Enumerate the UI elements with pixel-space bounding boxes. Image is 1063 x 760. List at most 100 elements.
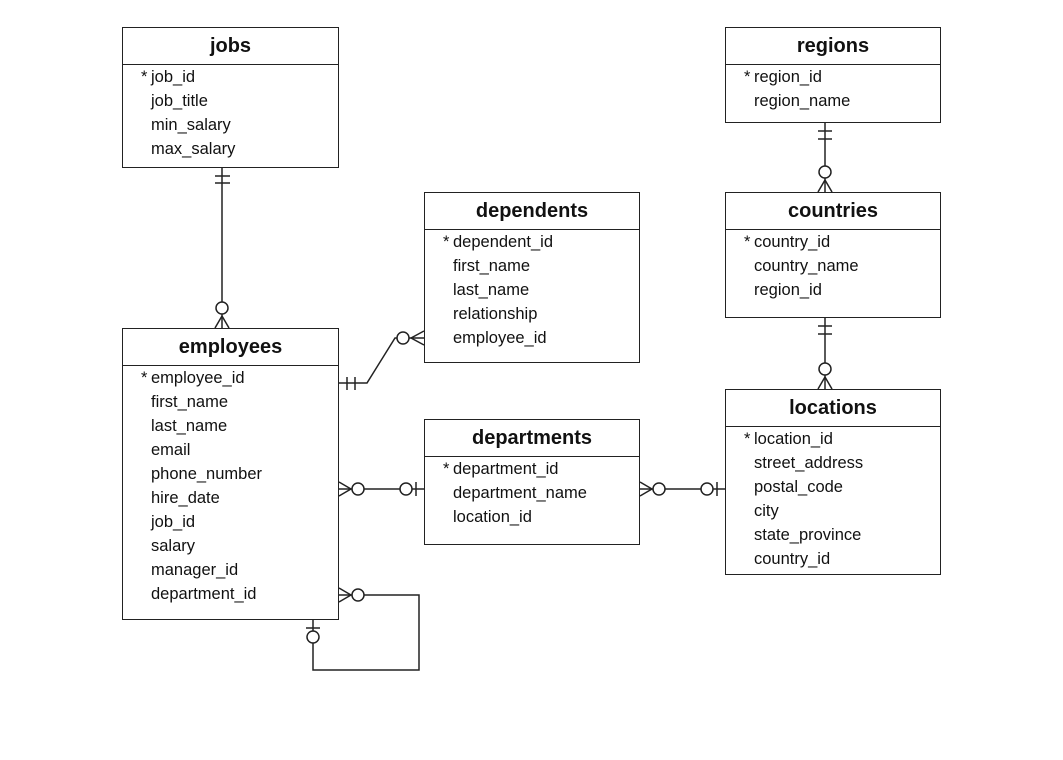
pk-marker: * — [443, 233, 450, 251]
field-row: location_id — [425, 506, 639, 530]
entity-jobs[interactable]: jobs *job_id job_title min_salary max_sa… — [122, 27, 339, 168]
field-row: state_province — [726, 524, 940, 548]
field-name: postal_code — [754, 478, 843, 496]
field-name: last_name — [453, 281, 530, 299]
field-row: region_name — [726, 90, 940, 114]
field-name: country_id — [754, 550, 831, 568]
pk-marker: * — [744, 233, 751, 251]
field-name: relationship — [453, 305, 538, 323]
field-list: *dependent_id first_name last_name relat… — [425, 230, 639, 351]
field-name: job_id — [151, 68, 196, 86]
field-name: first_name — [453, 257, 531, 275]
entity-locations[interactable]: locations *location_id street_address po… — [725, 389, 941, 575]
entity-countries[interactable]: countries *country_id country_name regio… — [725, 192, 941, 318]
relationship-employees-dependents — [339, 330, 425, 390]
field-row: email — [123, 439, 338, 463]
entity-title: dependents — [425, 193, 639, 230]
field-row: *dependent_id — [425, 231, 639, 255]
field-name: state_province — [754, 526, 862, 544]
field-row: min_salary — [123, 114, 338, 138]
field-row: first_name — [123, 391, 338, 415]
entity-title: locations — [726, 390, 940, 427]
field-name: phone_number — [151, 465, 263, 483]
field-row: job_title — [123, 90, 338, 114]
field-name: city — [754, 502, 779, 520]
field-row: *region_id — [726, 66, 940, 90]
field-name: region_id — [754, 281, 822, 299]
field-row: hire_date — [123, 487, 338, 511]
field-name: location_id — [754, 430, 833, 448]
field-name: email — [151, 441, 191, 459]
field-name: manager_id — [151, 561, 239, 579]
field-row: salary — [123, 535, 338, 559]
field-name: country_name — [754, 257, 859, 275]
field-list: *department_id department_name location_… — [425, 457, 639, 530]
field-name: salary — [151, 537, 196, 555]
field-name: department_id — [453, 460, 559, 478]
field-row: *country_id — [726, 231, 940, 255]
field-row: country_name — [726, 255, 940, 279]
field-row: street_address — [726, 452, 940, 476]
field-row: department_id — [123, 583, 338, 607]
field-name: hire_date — [151, 489, 220, 507]
field-row: *employee_id — [123, 367, 338, 391]
field-list: *location_id street_address postal_code … — [726, 427, 940, 572]
field-name: country_id — [754, 233, 831, 251]
field-row: department_name — [425, 482, 639, 506]
field-name: job_title — [151, 92, 208, 110]
entity-title: countries — [726, 193, 940, 230]
field-name: max_salary — [151, 140, 236, 158]
field-name: first_name — [151, 393, 229, 411]
relationship-regions-countries — [817, 123, 833, 193]
field-row: max_salary — [123, 138, 338, 162]
field-name: dependent_id — [453, 233, 554, 251]
field-row: country_id — [726, 548, 940, 572]
field-row: last_name — [123, 415, 338, 439]
field-row: last_name — [425, 279, 639, 303]
field-list: *region_id region_name — [726, 65, 940, 114]
entity-title: regions — [726, 28, 940, 65]
field-name: street_address — [754, 454, 864, 472]
field-row: city — [726, 500, 940, 524]
field-row: job_id — [123, 511, 338, 535]
entity-title: employees — [123, 329, 338, 366]
entity-title: departments — [425, 420, 639, 457]
field-name: region_name — [754, 92, 851, 110]
field-name: employee_id — [151, 369, 245, 387]
field-row: first_name — [425, 255, 639, 279]
entity-departments[interactable]: departments *department_id department_na… — [424, 419, 640, 545]
pk-marker: * — [443, 460, 450, 478]
field-list: *employee_id first_name last_name email … — [123, 366, 338, 607]
field-name: department_id — [151, 585, 257, 603]
pk-marker: * — [141, 68, 148, 86]
field-row: postal_code — [726, 476, 940, 500]
relationship-employees-departments — [338, 481, 424, 497]
field-name: job_id — [151, 513, 196, 531]
field-name: min_salary — [151, 116, 231, 134]
field-row: region_id — [726, 279, 940, 303]
pk-marker: * — [744, 68, 751, 86]
relationship-countries-locations — [817, 318, 833, 390]
entity-employees[interactable]: employees *employee_id first_name last_n… — [122, 328, 339, 620]
field-list: *job_id job_title min_salary max_salary — [123, 65, 338, 162]
entity-regions[interactable]: regions *region_id region_name — [725, 27, 941, 123]
field-row: employee_id — [425, 327, 639, 351]
field-name: region_id — [754, 68, 822, 86]
field-name: employee_id — [453, 329, 547, 347]
field-row: phone_number — [123, 463, 338, 487]
relationship-departments-locations — [639, 481, 725, 497]
entity-title: jobs — [123, 28, 338, 65]
field-name: location_id — [453, 508, 532, 526]
field-row: *department_id — [425, 458, 639, 482]
field-row: manager_id — [123, 559, 338, 583]
pk-marker: * — [141, 369, 148, 387]
entity-dependents[interactable]: dependents *dependent_id first_name last… — [424, 192, 640, 363]
field-name: department_name — [453, 484, 587, 502]
field-name: last_name — [151, 417, 228, 435]
pk-marker: * — [744, 430, 751, 448]
field-row: *location_id — [726, 428, 940, 452]
relationship-employees-self — [306, 587, 420, 671]
field-row: *job_id — [123, 66, 338, 90]
relationship-jobs-employees — [214, 168, 230, 329]
